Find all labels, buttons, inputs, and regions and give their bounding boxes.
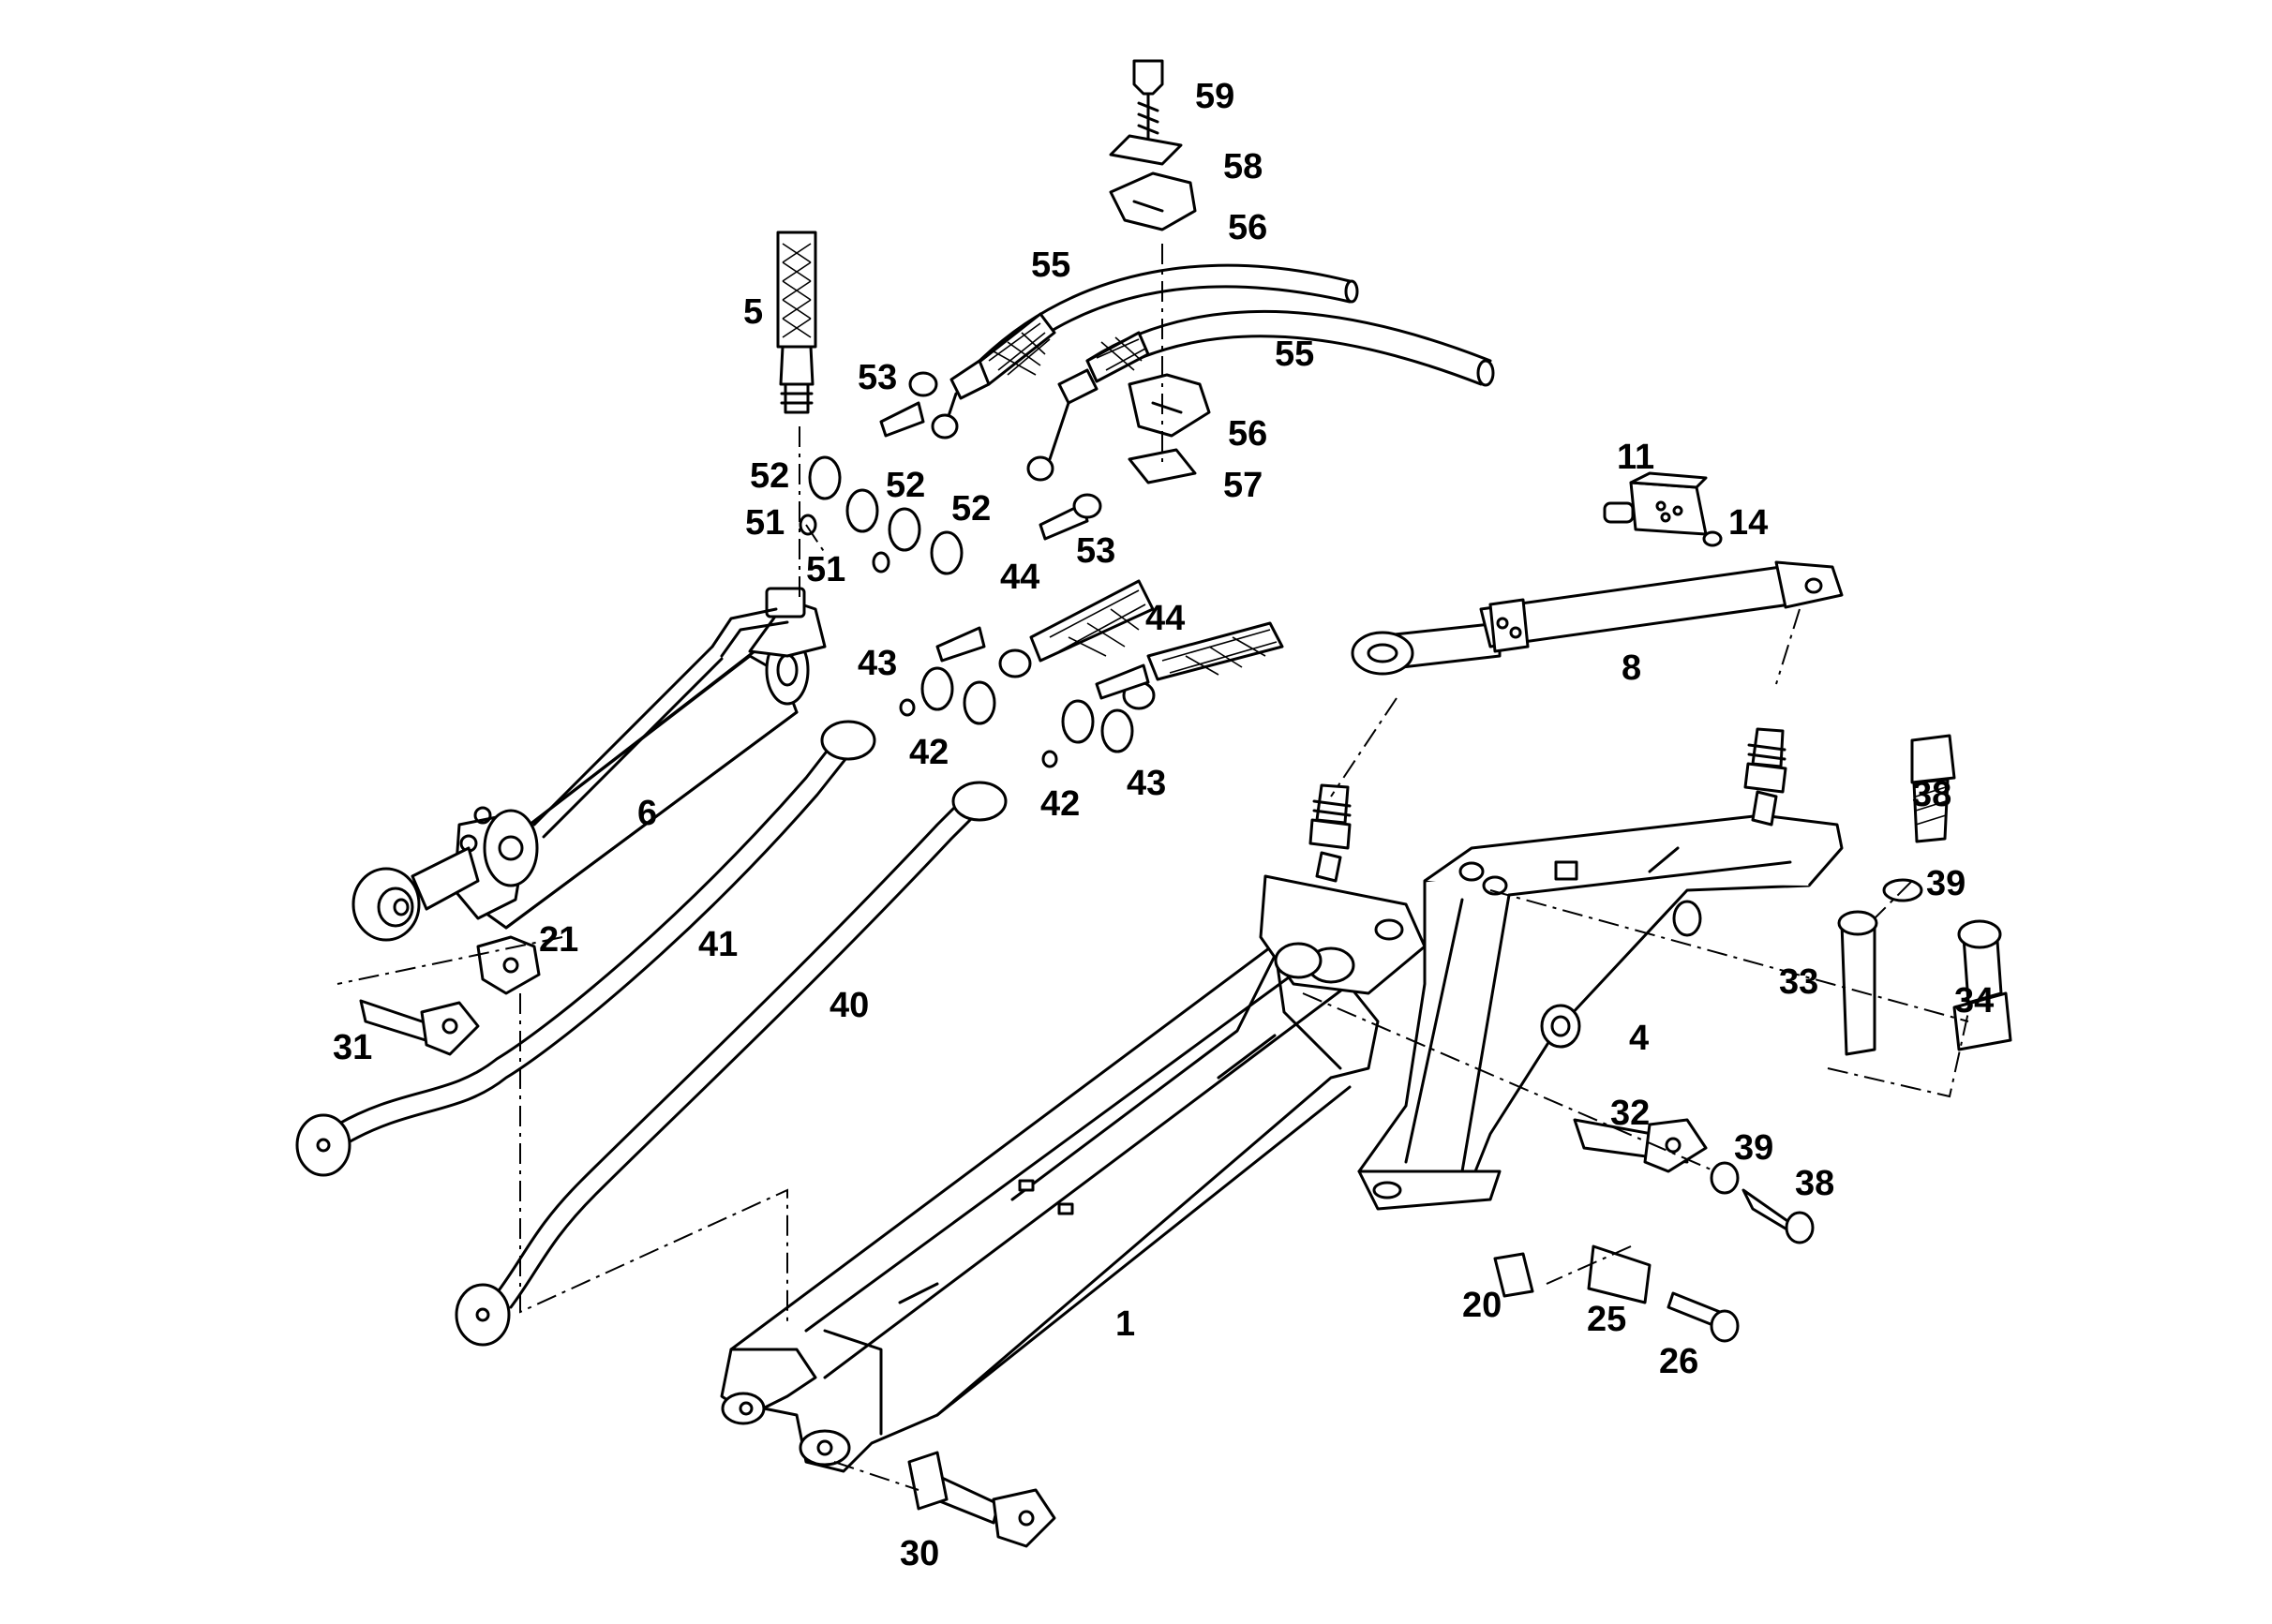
callout-label: 51 — [745, 503, 785, 543]
callout-label: 6 — [637, 794, 657, 833]
callout-label: 43 — [858, 644, 897, 683]
valve-block-part — [1603, 471, 1708, 536]
callout-label: 44 — [1145, 599, 1185, 638]
callout-label: 41 — [698, 925, 738, 964]
pivot-pin-part — [359, 734, 2012, 1548]
clamp-part — [1109, 59, 1211, 484]
callout-label: 4 — [1629, 1019, 1649, 1058]
callout-label: 25 — [1587, 1300, 1626, 1339]
banjo-fitting-part — [799, 371, 1150, 768]
callout-label: 26 — [1659, 1342, 1698, 1381]
hydraulic-cylinder-lower — [351, 587, 827, 942]
grease-nipple-part — [1308, 727, 1787, 883]
boom-arm-part — [720, 935, 1380, 1473]
callout-label: 56 — [1228, 208, 1267, 247]
hose-part-5 — [776, 231, 817, 414]
callout-label: 34 — [1954, 981, 1994, 1021]
callout-label: 1 — [1115, 1304, 1135, 1344]
boom-bracket-part — [1259, 813, 1844, 1211]
callout-label: 38 — [1795, 1164, 1834, 1203]
callout-label: 43 — [1127, 764, 1166, 803]
callout-label: 21 — [539, 920, 578, 960]
callout-label: 52 — [951, 489, 991, 529]
callout-label: 55 — [1275, 335, 1314, 374]
callout-label: 5 — [743, 292, 763, 332]
callout-label: 38 — [1912, 775, 1951, 814]
callout-label: 52 — [886, 466, 925, 505]
callout-label: 39 — [1926, 864, 1966, 903]
callout-label: 57 — [1223, 466, 1263, 505]
callout-label: 52 — [750, 456, 789, 496]
callout-label: 33 — [1779, 962, 1818, 1002]
callout-label: 32 — [1610, 1094, 1650, 1133]
callout-label: 56 — [1228, 414, 1267, 454]
callout-label: 53 — [858, 358, 897, 397]
callout-label: 11 — [1617, 438, 1654, 477]
pipe-part — [295, 720, 1008, 1347]
callout-label: 8 — [1622, 648, 1641, 688]
ring-part — [1702, 530, 1723, 547]
callout-label: 44 — [1000, 558, 1039, 597]
hose-part — [931, 263, 1495, 482]
callout-label: 59 — [1195, 77, 1234, 116]
callout-label: 30 — [900, 1534, 939, 1573]
assembly-line — [336, 244, 1969, 1491]
hose-fitting-part — [998, 579, 1284, 710]
callout-label: 40 — [830, 986, 869, 1025]
callout-label: 39 — [1734, 1128, 1773, 1168]
callout-label: 53 — [1076, 531, 1115, 571]
callout-label: 31 — [333, 1028, 372, 1067]
hydraulic-cylinder-upper — [1351, 560, 1844, 676]
callout-label: 42 — [1040, 784, 1080, 824]
callout-label: 20 — [1462, 1286, 1502, 1325]
callout-label: 42 — [909, 733, 949, 772]
callout-label: 55 — [1031, 246, 1070, 285]
callout-label: 51 — [806, 550, 845, 589]
callout-label: 14 — [1728, 503, 1768, 543]
callout-label: 58 — [1223, 147, 1263, 186]
